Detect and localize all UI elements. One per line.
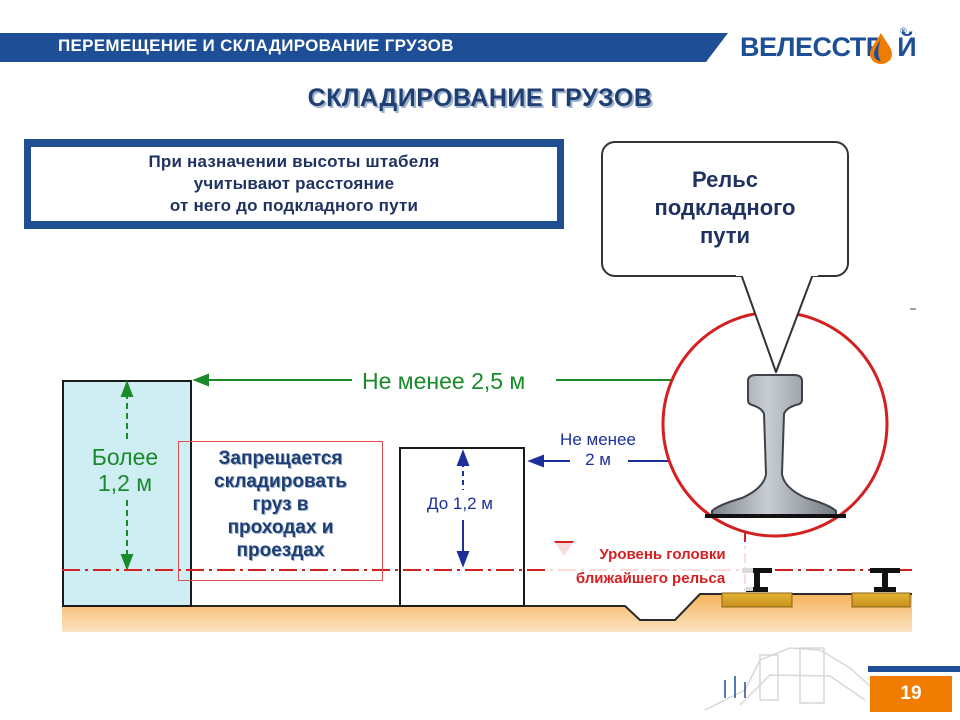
height-arrow-tall: [120, 380, 134, 571]
callout-text: Рельс подкладного пути: [601, 166, 849, 250]
callout-line: подкладного: [654, 195, 796, 220]
track-sleepers: [721, 568, 911, 608]
section-title: СКЛАДИРОВАНИЕ ГРУЗОВ: [307, 84, 653, 112]
rail-level-line-text: ближайшего рельса: [548, 567, 753, 591]
forbidden-text: Запрещается складировать груз в проходах…: [178, 447, 383, 562]
label-min-2: Не менее 2 м: [538, 430, 658, 470]
label-line: Более: [70, 444, 180, 470]
company-logo: ВЕЛЕССТР Й ®: [740, 26, 917, 64]
header-band: [0, 33, 728, 62]
rail-profile: [711, 374, 837, 517]
page-number: 19: [900, 683, 922, 704]
callout-line: пути: [699, 223, 751, 248]
info-text: При назначении высоты штабеля учитывают …: [148, 151, 439, 217]
forbidden-line: груз в: [252, 494, 309, 515]
forbidden-line: Запрещается: [218, 448, 343, 469]
info-box: При назначении высоты штабеля учитывают …: [24, 139, 564, 229]
label-up-to: До 1,2 м: [427, 494, 493, 513]
label-line: 2 м: [585, 450, 611, 469]
callout-box: [601, 141, 849, 277]
height-arrow-low: [456, 449, 470, 568]
rail-level-label: Уровень головки ближайшего рельса: [548, 543, 753, 591]
footer-accent: [868, 666, 960, 672]
registered-mark: ®: [900, 26, 907, 36]
footer-rail-logo-icon: [724, 676, 746, 698]
forbidden-frame: [178, 441, 383, 581]
rail-level-line-text: Уровень головки: [548, 543, 753, 567]
forbidden-line: складировать: [214, 471, 347, 492]
forbidden-line: проходах и: [227, 517, 334, 538]
ground: [62, 594, 912, 632]
info-line: от него до подкладного пути: [169, 196, 419, 215]
info-line: При назначении высоты штабеля: [148, 152, 440, 171]
drop-icon: [870, 33, 892, 64]
callout-line: Рельс: [691, 167, 759, 192]
forbidden-line: проездах: [236, 540, 325, 561]
info-line: учитывают расстояние: [193, 174, 395, 193]
label-line: 1,2 м: [70, 470, 180, 496]
label-line: Не менее: [560, 430, 636, 449]
header-title: ПЕРЕМЕЩЕНИЕ И СКЛАДИРОВАНИЕ ГРУЗОВ: [58, 36, 454, 55]
label-more-than: Более 1,2 м: [70, 444, 180, 496]
page-number-box: [870, 676, 952, 712]
label-min-25: Не менее 2,5 м: [362, 368, 526, 394]
